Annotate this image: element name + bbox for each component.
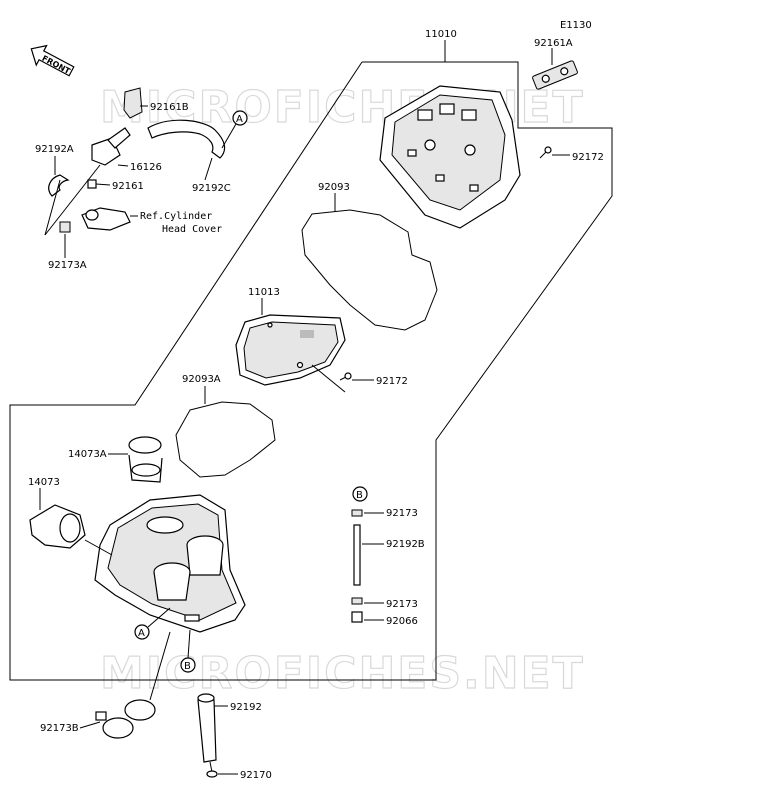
label-92066: 92066: [386, 616, 418, 627]
label-11010: 11010: [425, 29, 457, 40]
label-e1130: E1130: [560, 20, 592, 31]
air-filter-element-11013: [235, 314, 346, 386]
label-92192b: 92192B: [386, 539, 425, 550]
clamp-92173b: [95, 699, 156, 739]
callout-a-lower: [134, 624, 150, 640]
label-11013: 11013: [248, 287, 280, 298]
label-92093: 92093: [318, 182, 350, 193]
intake-duct-14073: [29, 504, 86, 549]
callout-b-lower-text: B: [184, 661, 191, 672]
screw-92172-mid: [339, 372, 352, 381]
watermark-bottom: MICROFICHES.NET: [100, 648, 585, 699]
label-92173-right-top: 92173: [386, 508, 418, 519]
breather-hose-92192b: [351, 509, 363, 623]
callout-b-right: [352, 486, 368, 502]
label-92172-top: 92172: [572, 152, 604, 163]
label-14073: 14073: [28, 477, 60, 488]
air-cleaner-upper-housing: [379, 85, 521, 229]
label-ref-cylinder: Ref.Cylinder: [140, 211, 212, 222]
label-92173a: 92173A: [48, 260, 87, 271]
part-92161a-plate: [532, 60, 578, 90]
label-92172-mid: 92172: [376, 376, 408, 387]
front-arrow: FRONT: [30, 44, 75, 77]
label-92170: 92170: [240, 770, 272, 781]
drain-hose-92192: [197, 693, 218, 778]
label-92161a: 92161A: [534, 38, 573, 49]
breather-assembly-top-left: [48, 87, 226, 233]
label-14073a: 14073A: [68, 449, 107, 460]
label-92192a: 92192A: [35, 144, 74, 155]
label-92161: 92161: [112, 181, 144, 192]
gasket-92093a: [175, 401, 276, 478]
callout-b-right-text: B: [356, 490, 363, 501]
callout-a-lower-text: A: [138, 628, 145, 639]
intake-duct-14073a: [128, 436, 163, 483]
label-92161b: 92161B: [150, 102, 189, 113]
callout-a-top: [232, 110, 248, 126]
gasket-92093: [301, 209, 438, 331]
label-92192: 92192: [230, 702, 262, 713]
screw-92172-top: [539, 146, 552, 159]
label-16126: 16126: [130, 162, 162, 173]
label-92192c: 92192C: [192, 183, 231, 194]
label-92173b: 92173B: [40, 723, 79, 734]
label-92093a: 92093A: [182, 374, 221, 385]
label-92173-right-bot: 92173: [386, 599, 418, 610]
callout-a-top-text: A: [236, 114, 243, 125]
air-cleaner-lower-housing: [94, 494, 246, 633]
assembly-outline: [9, 61, 613, 681]
label-ref-head-cover: Head Cover: [162, 224, 222, 235]
